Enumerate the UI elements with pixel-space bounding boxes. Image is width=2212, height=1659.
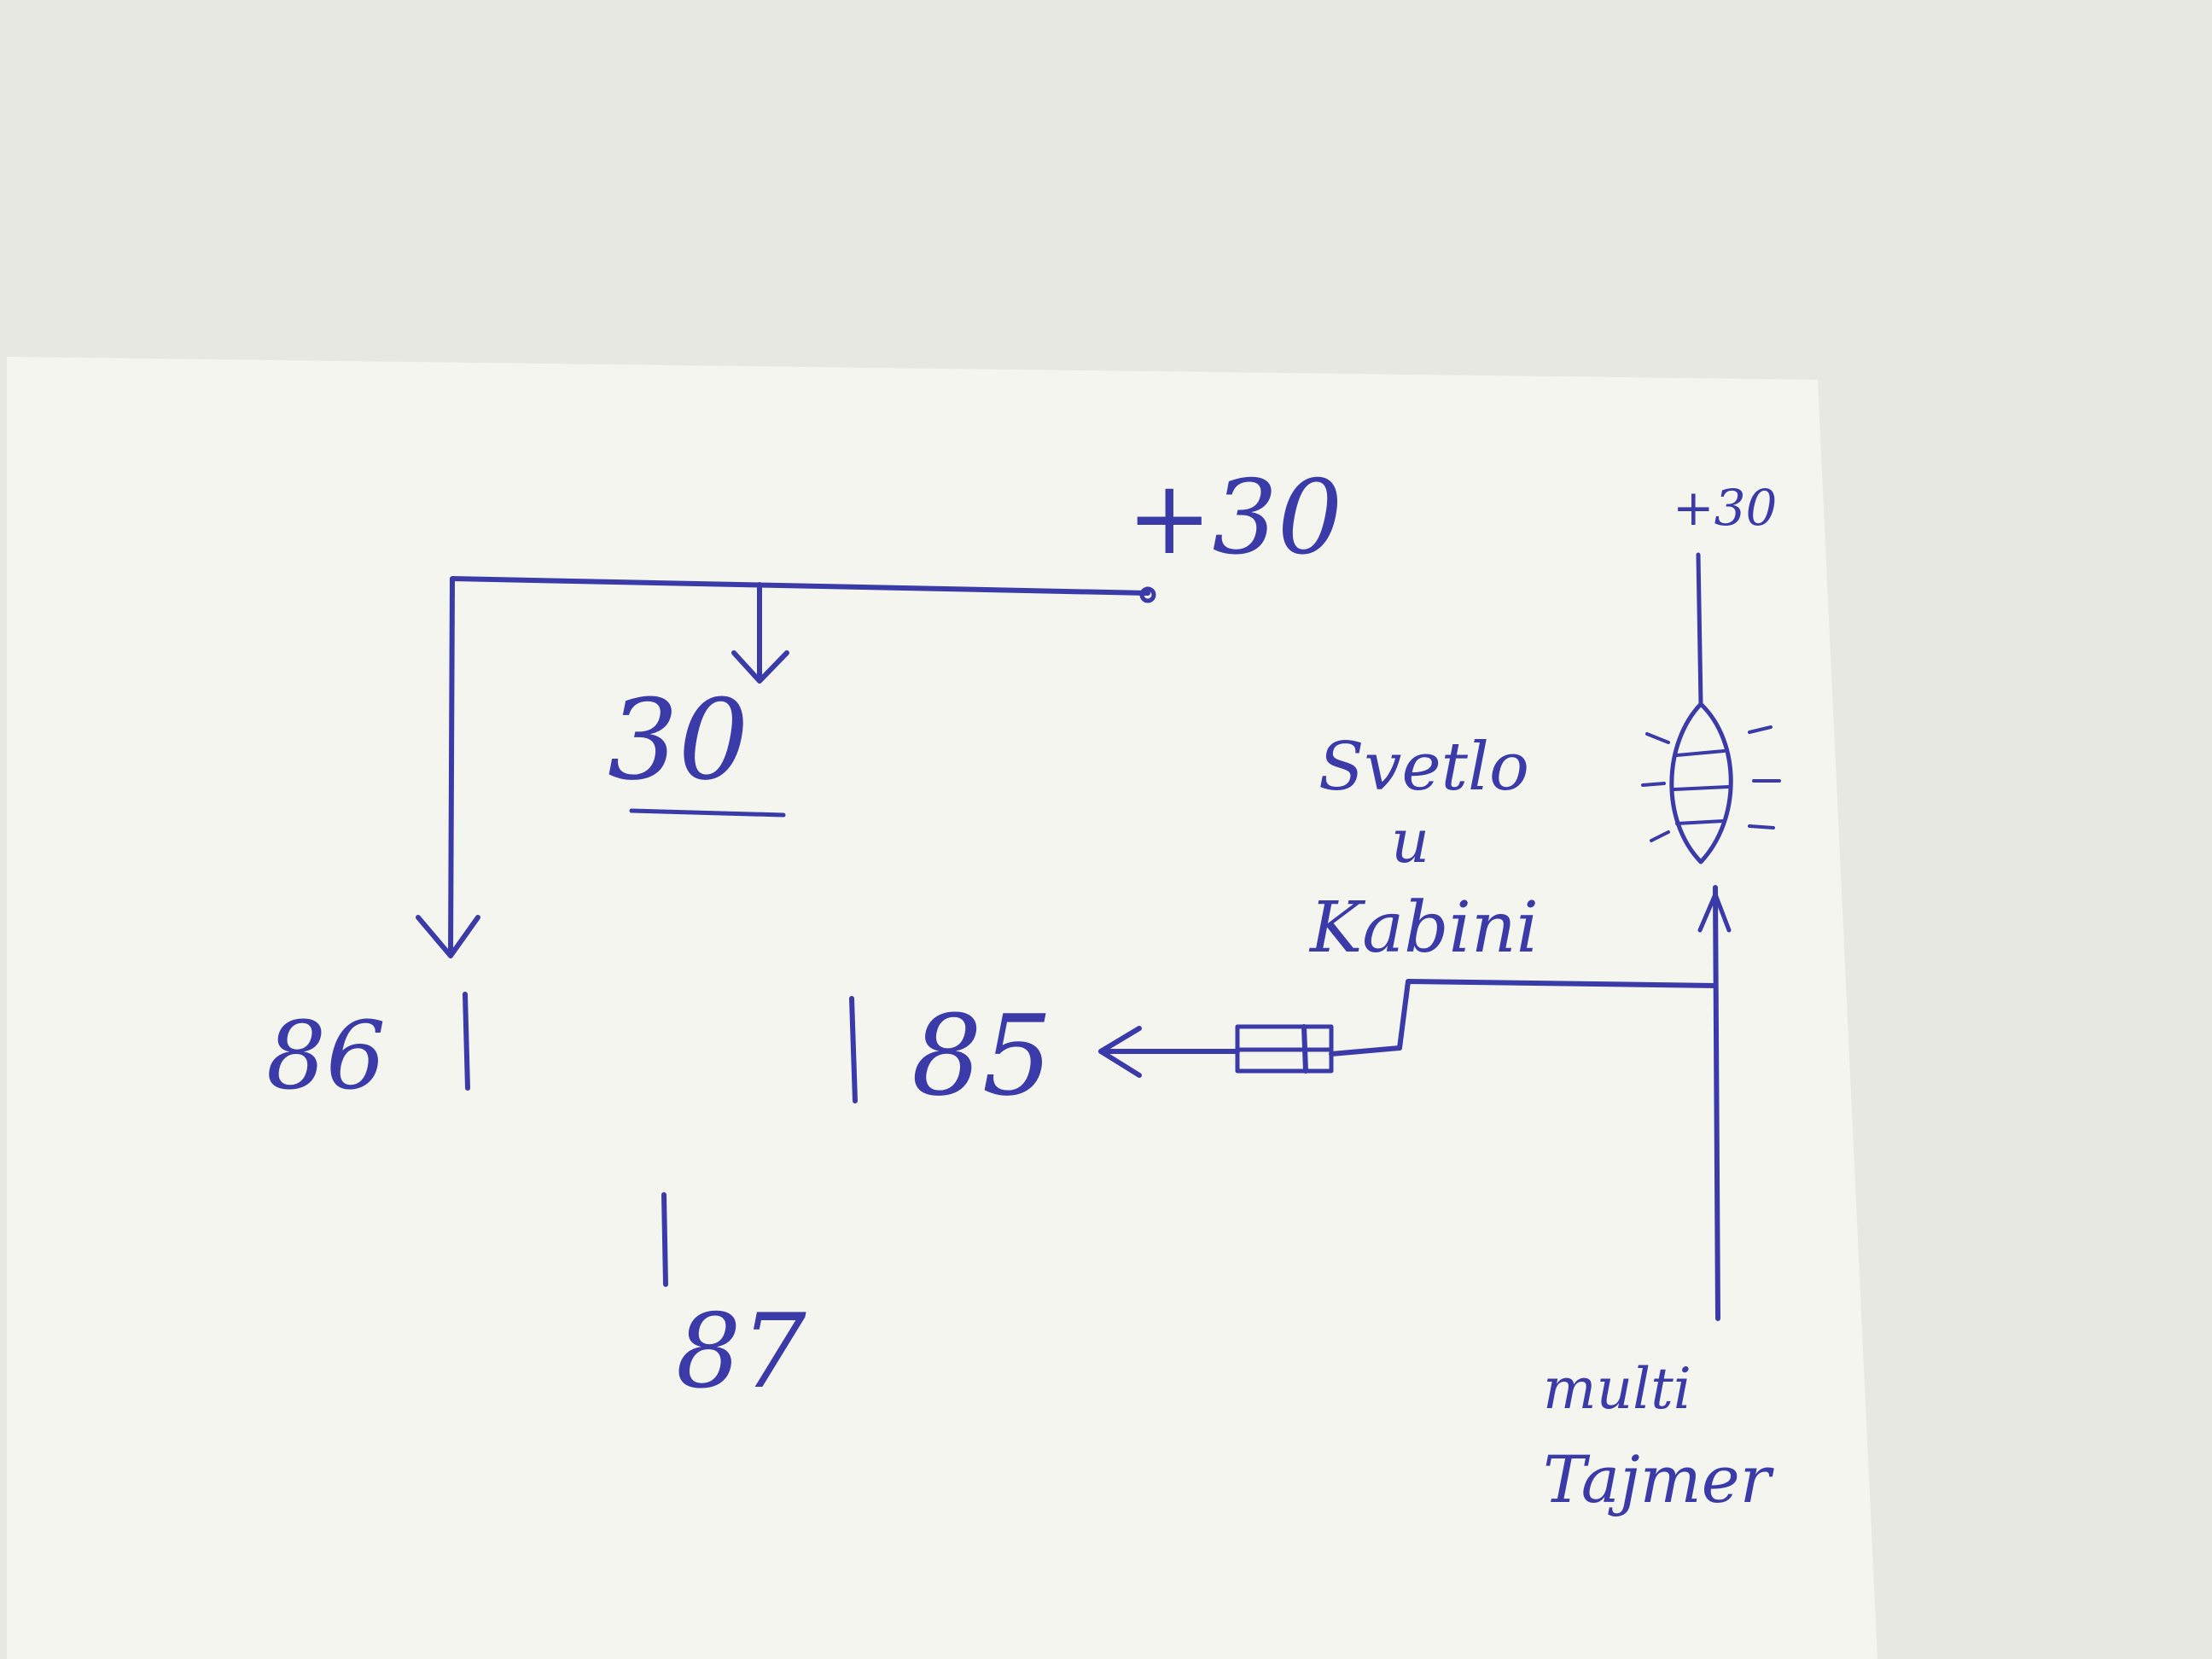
arrow-30-icon bbox=[731, 650, 789, 684]
label-tajmer: Tajmer bbox=[1543, 1441, 1775, 1517]
label-u: u bbox=[1391, 806, 1429, 876]
underline-30 bbox=[629, 808, 786, 818]
wire-plus30-to-86 bbox=[448, 576, 1150, 958]
label-terminal-30: 30 bbox=[608, 675, 748, 805]
pin-85 bbox=[849, 996, 858, 1103]
label-kabini: Kabini bbox=[1308, 888, 1539, 969]
label-plus30-top: +30 bbox=[1126, 459, 1342, 578]
lamp-icon bbox=[1641, 552, 1781, 864]
paper-sheet bbox=[7, 357, 1877, 1659]
label-multi: multi bbox=[1543, 1356, 1691, 1422]
label-svetlo: Svetlo bbox=[1318, 729, 1529, 806]
label-terminal-86: 86 bbox=[266, 1001, 386, 1110]
label-terminal-85: 85 bbox=[911, 991, 1052, 1121]
arrow-86-icon bbox=[416, 915, 480, 958]
label-plus30-right: +30 bbox=[1673, 479, 1777, 537]
terminal-dot bbox=[1139, 586, 1156, 603]
label-terminal-87: 87 bbox=[676, 1293, 806, 1412]
arrow-lamp-icon bbox=[1697, 892, 1732, 933]
wire-timer-to-lamp bbox=[1713, 885, 1720, 1321]
pin-86 bbox=[463, 992, 470, 1091]
wire-to-diode bbox=[1329, 979, 1718, 1057]
arrow-85-icon bbox=[1098, 1026, 1142, 1078]
pin-87 bbox=[661, 1192, 668, 1287]
